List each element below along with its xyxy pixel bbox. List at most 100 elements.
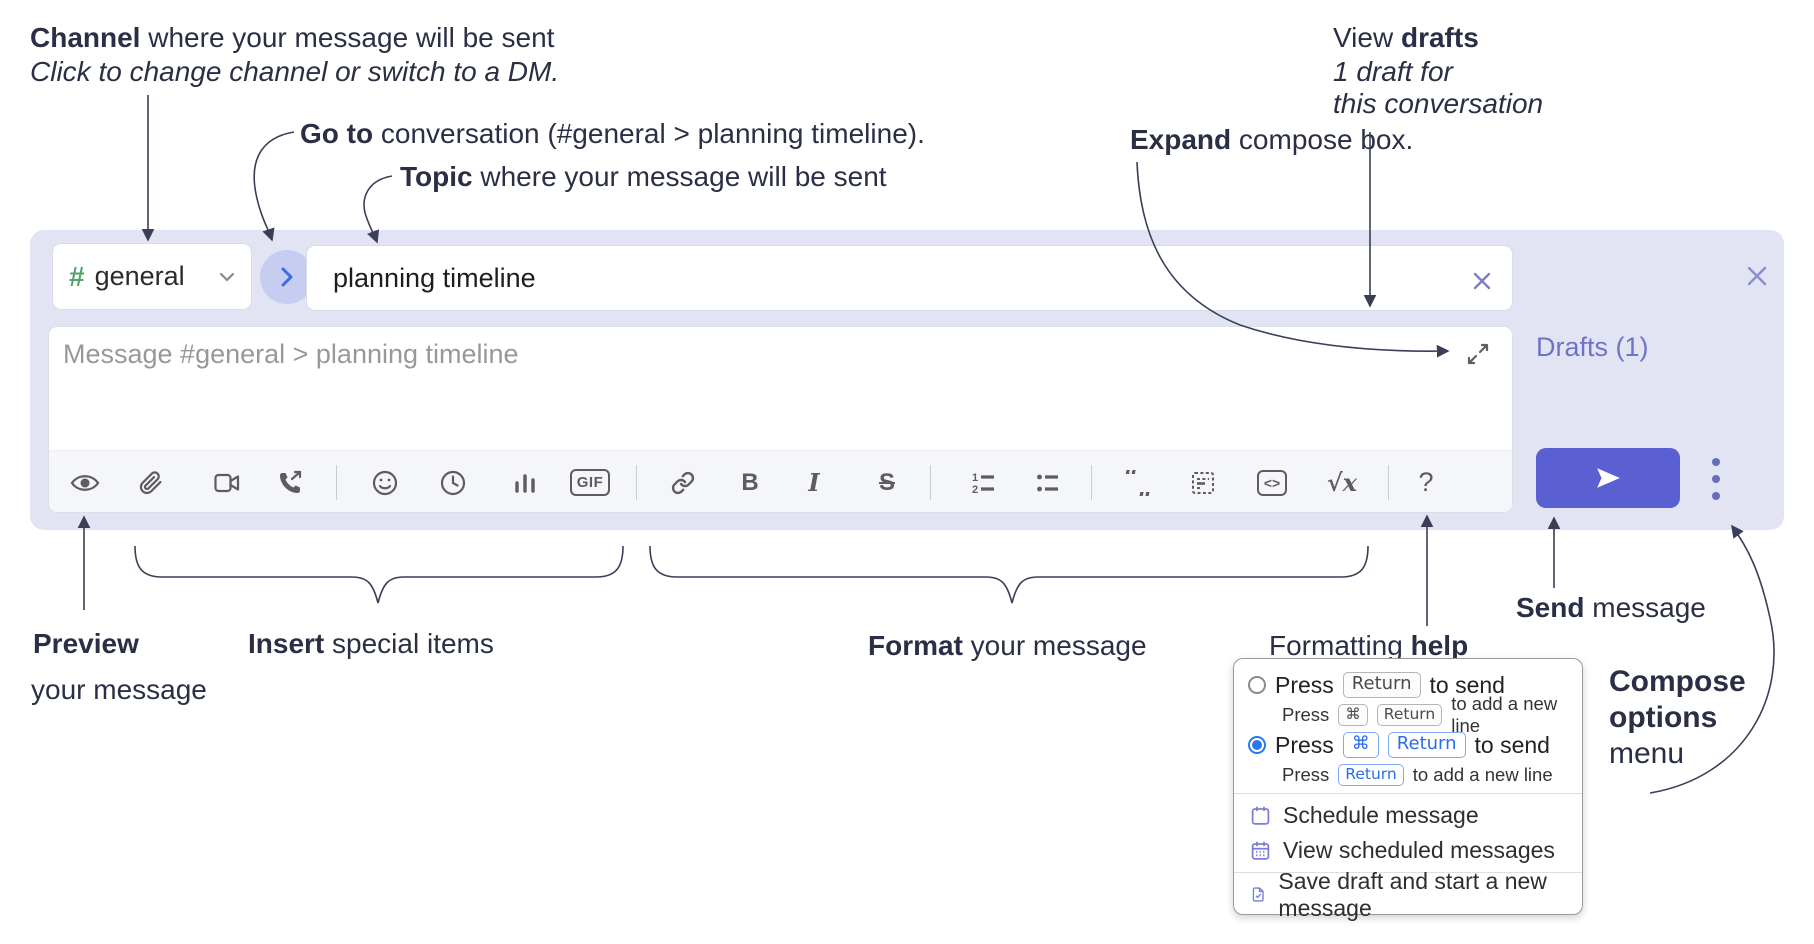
clock-icon <box>440 470 466 495</box>
option-text: to send <box>1474 731 1550 758</box>
return-key: Return <box>1342 672 1421 698</box>
channel-annotation-line2: Click to change channel or switch to a D… <box>30 56 560 87</box>
math-icon: √x <box>1326 468 1358 497</box>
strikethrough-icon: S <box>878 468 895 496</box>
return-key: Return <box>1376 704 1443 726</box>
phone-call-icon <box>280 470 302 493</box>
bar-chart-icon <box>515 473 535 493</box>
goto-annotation: Go to conversation (#general > planning … <box>300 118 925 149</box>
close-icon <box>1473 272 1491 290</box>
menu-item-schedule-message[interactable]: Schedule message <box>1234 798 1582 833</box>
clear-topic-button[interactable] <box>1470 269 1494 293</box>
menu-option-return-to-send[interactable]: Press Return to send <box>1234 669 1582 701</box>
spoiler-button[interactable] <box>1181 451 1225 512</box>
option-text: to send <box>1429 671 1505 698</box>
preview-annotation-line1: Preview <box>33 628 139 659</box>
view-drafts-annotation-line2: 1 draft for <box>1333 56 1453 87</box>
bulleted-list-icon <box>1037 474 1058 491</box>
strikethrough-button[interactable]: S <box>865 451 909 512</box>
drafts-link[interactable]: Drafts (1) <box>1536 332 1649 362</box>
svg-text:“: “ <box>1124 470 1139 493</box>
menu-item-label: View scheduled messages <box>1283 837 1555 863</box>
send-button[interactable] <box>1536 448 1680 508</box>
kebab-dot <box>1712 458 1720 466</box>
radio-selected-icon[interactable] <box>1248 736 1266 754</box>
emoji-button[interactable] <box>363 451 407 512</box>
preview-annotation-line2: your message <box>31 674 207 705</box>
toolbar-divider <box>1388 465 1389 500</box>
kebab-dot <box>1712 475 1720 483</box>
code-button[interactable]: <> <box>1250 451 1294 512</box>
goto-conversation-button[interactable] <box>260 250 314 304</box>
time-button[interactable] <box>431 451 475 512</box>
question-mark-icon: ? <box>1418 467 1434 497</box>
italic-button[interactable]: I <box>792 451 836 512</box>
bulleted-list-button[interactable] <box>1026 451 1070 512</box>
view-drafts-annotation-line1: View drafts <box>1333 22 1479 53</box>
code-icon: <> <box>1256 469 1288 496</box>
formatting-help-button[interactable]: ? <box>1404 451 1448 512</box>
preview-button[interactable] <box>63 451 107 512</box>
math-button[interactable]: √x <box>1320 451 1364 512</box>
spoiler-icon <box>1192 471 1214 494</box>
link-button[interactable] <box>661 451 705 512</box>
compose-options-annotation: Compose options menu <box>1609 665 1746 770</box>
toolbar-divider <box>336 465 337 500</box>
draft-check-icon <box>1252 887 1264 902</box>
channel-selector[interactable]: # general <box>52 243 252 310</box>
return-key: Return <box>1387 732 1466 758</box>
menu-item-label: Schedule message <box>1283 802 1479 828</box>
cmd-key: ⌘ <box>1338 704 1368 726</box>
radio-unselected-icon[interactable] <box>1248 676 1266 694</box>
chevron-down-icon <box>219 272 235 282</box>
menu-divider <box>1234 872 1582 873</box>
topic-value: planning timeline <box>333 262 536 293</box>
quote-button[interactable]: “„ <box>1116 451 1160 512</box>
send-icon <box>1597 468 1620 488</box>
menu-divider <box>1234 793 1582 794</box>
expand-icon <box>1467 343 1489 365</box>
video-camera-icon <box>214 473 240 492</box>
format-brace <box>649 545 1369 604</box>
toolbar-divider <box>1091 465 1092 500</box>
cmd-key: ⌘ <box>1342 732 1379 758</box>
toolbar-divider <box>636 465 637 500</box>
numbered-list-icon: 12 <box>972 472 994 495</box>
message-input[interactable]: Message #general > planning timeline <box>48 326 1513 513</box>
insert-brace <box>134 545 624 604</box>
menu-item-view-scheduled[interactable]: View scheduled messages <box>1234 833 1582 868</box>
gif-icon: GIF <box>569 469 611 496</box>
bold-button[interactable]: B <box>728 451 772 512</box>
option-text: Press <box>1275 731 1334 758</box>
expand-compose-button[interactable] <box>1466 342 1490 366</box>
bold-icon: B <box>741 468 759 496</box>
close-compose-button[interactable] <box>1744 263 1770 289</box>
gif-button[interactable]: GIF <box>568 451 612 512</box>
attach-file-button[interactable] <box>129 451 173 512</box>
topic-input[interactable]: planning timeline <box>306 245 1513 311</box>
channel-name: general <box>94 261 185 291</box>
formatting-help-annotation: Formatting help <box>1269 630 1469 661</box>
calendar-grid-icon <box>1251 841 1270 860</box>
option-text: Press <box>1275 671 1334 698</box>
quote-icon: “„ <box>1124 470 1152 496</box>
poll-button[interactable] <box>503 451 547 512</box>
audio-call-button[interactable] <box>268 451 312 512</box>
calendar-icon <box>1251 806 1270 825</box>
paperclip-icon <box>139 470 162 494</box>
italic-icon: I <box>808 468 820 497</box>
svg-text:1: 1 <box>972 472 978 484</box>
video-call-button[interactable] <box>205 451 249 512</box>
expand-annotation: Expand compose box. <box>1130 124 1414 155</box>
insert-annotation: Insert special items <box>248 628 494 659</box>
menu-option-cmd-return-to-send[interactable]: Press ⌘ Return to send <box>1234 729 1582 761</box>
format-annotation: Format your message <box>868 630 1147 661</box>
smiley-icon <box>372 470 398 495</box>
compose-options-button[interactable] <box>1706 458 1726 500</box>
compose-options-menu: Press Return to send Press ⌘ Return to a… <box>1233 658 1583 921</box>
svg-text:2: 2 <box>972 484 978 495</box>
return-key: Return <box>1338 764 1404 786</box>
menu-item-save-draft[interactable]: Save draft and start a new message <box>1234 868 1582 921</box>
